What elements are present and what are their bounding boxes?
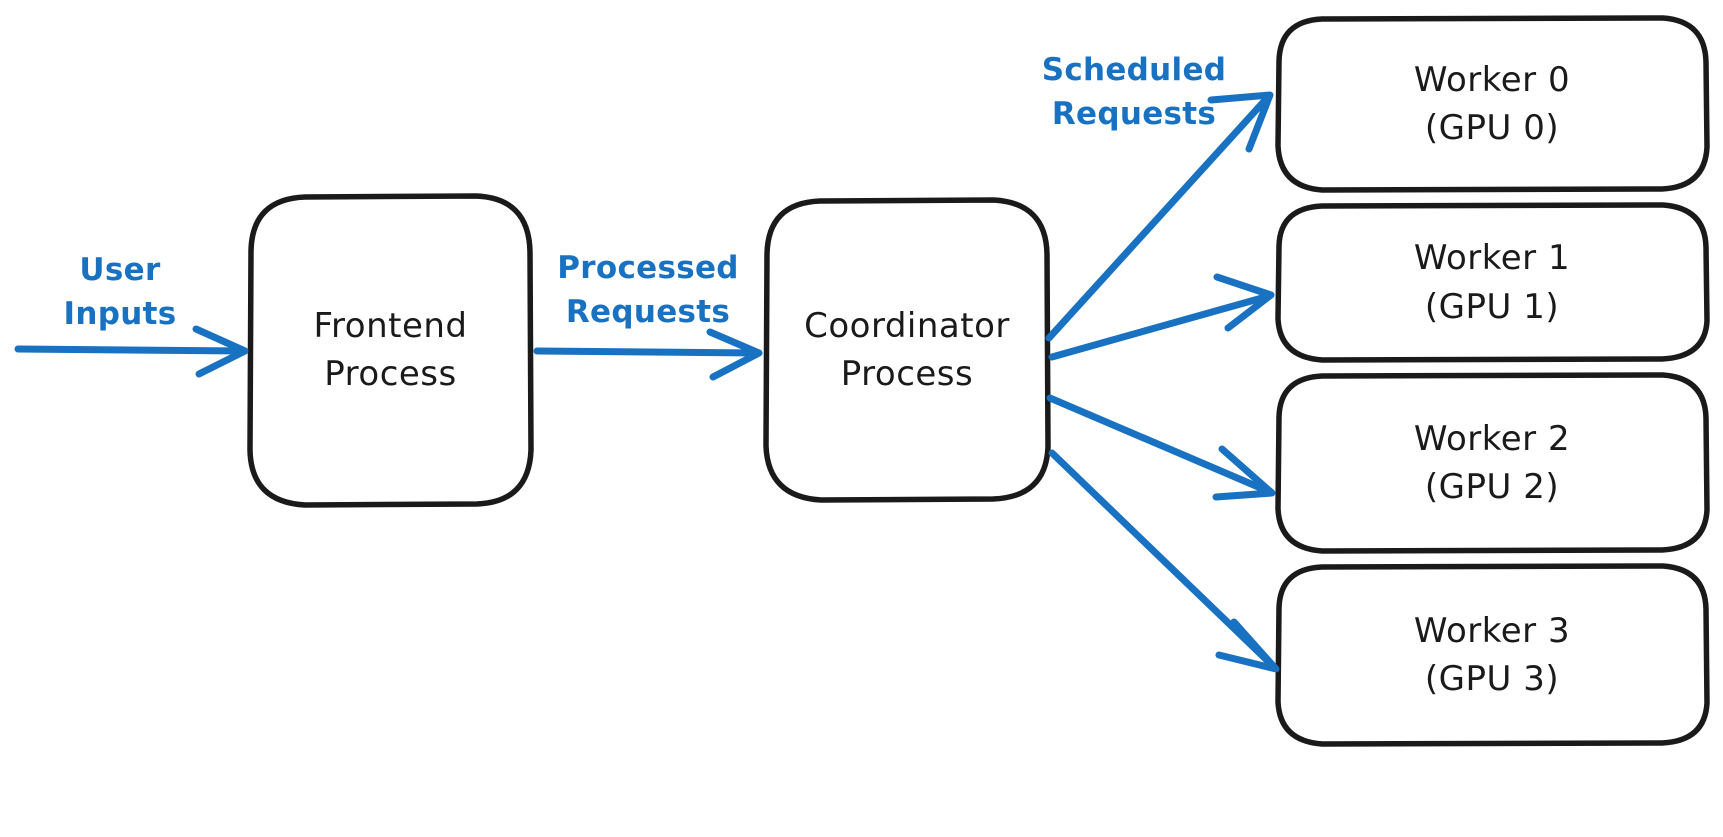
- arrow-coordinator-to-worker0: [1045, 91, 1274, 342]
- node-box-worker-0[interactable]: [1275, 15, 1710, 193]
- node-box-worker-1[interactable]: [1275, 202, 1710, 363]
- node-box-frontend[interactable]: [247, 193, 534, 508]
- node-box-worker-3[interactable]: [1275, 563, 1710, 747]
- edge-label-processed-requests: Processed Requests: [553, 246, 743, 334]
- arrow-coordinator-to-worker2: [1046, 394, 1276, 501]
- node-box-worker-2[interactable]: [1275, 372, 1710, 554]
- arrow-user-to-frontend: [14, 325, 249, 378]
- node-box-coordinator[interactable]: [763, 197, 1051, 503]
- arrow-frontend-to-coordinator: [533, 328, 763, 381]
- arrow-coordinator-to-worker3: [1048, 449, 1280, 673]
- edge-label-processed-requests-line2: Requests: [565, 294, 731, 331]
- edge-label-user-inputs-line1: User: [79, 252, 161, 288]
- edge-label-scheduled-requests-line2: Requests: [1051, 96, 1217, 133]
- edge-label-scheduled-requests-line1: Scheduled: [1041, 52, 1227, 88]
- arrow-coordinator-to-worker1: [1048, 273, 1275, 361]
- edge-label-processed-requests-line1: Processed: [557, 250, 739, 286]
- edge-label-user-inputs-line2: Inputs: [63, 296, 177, 333]
- edge-label-scheduled-requests: Scheduled Requests: [1040, 48, 1228, 136]
- edge-label-user-inputs: User Inputs: [55, 248, 185, 336]
